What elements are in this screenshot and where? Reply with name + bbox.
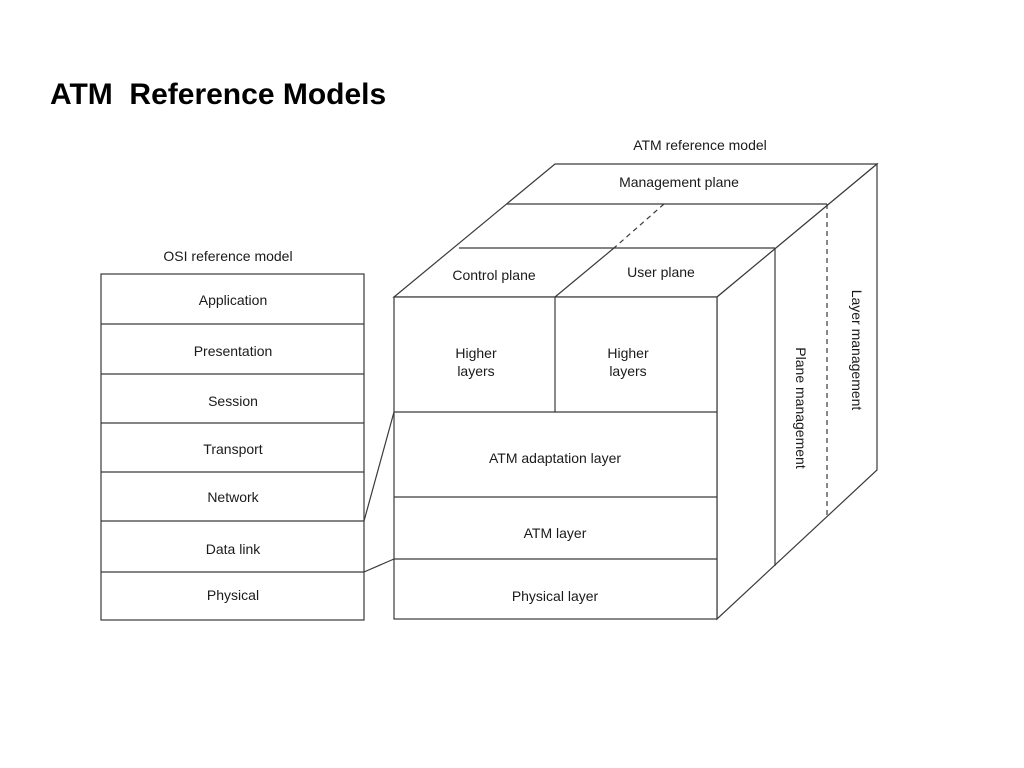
control-user-divider — [554, 247, 615, 298]
atm-layer-label: ATM layer — [524, 525, 587, 541]
layer-management-label: Layer management — [849, 290, 865, 411]
osi-layer-application: Application — [199, 292, 268, 308]
control-plane-label: Control plane — [452, 267, 535, 283]
user-higher-layers-label: Higher — [607, 345, 649, 361]
osi-layer-network: Network — [207, 489, 259, 505]
mapping-line-network-to-aal — [363, 411, 395, 522]
osi-caption: OSI reference model — [163, 248, 292, 264]
slide-title: ATM Reference Models — [50, 78, 387, 111]
atm-caption: ATM reference model — [633, 137, 767, 153]
management-plane-label: Management plane — [619, 174, 739, 190]
atm-reference-model: ATM reference model Management plane Con… — [392, 137, 879, 621]
user-higher-layers-label: layers — [609, 363, 646, 379]
layer-mapping-connectors — [363, 411, 395, 573]
mapping-line-datalink-to-atm — [363, 558, 395, 573]
control-user-divider-hidden — [613, 203, 665, 249]
physical-layer-label: Physical layer — [512, 588, 599, 604]
control-higher-layers-label: layers — [457, 363, 494, 379]
atm-adaptation-layer-label: ATM adaptation layer — [489, 450, 621, 466]
control-higher-layers-label: Higher — [455, 345, 497, 361]
plane-management-label: Plane management — [793, 347, 809, 469]
osi-stack-frame — [100, 273, 365, 621]
osi-layer-data-link: Data link — [206, 541, 261, 557]
user-plane-label: User plane — [627, 264, 695, 280]
osi-layer-transport: Transport — [203, 441, 263, 457]
osi-layer-physical: Physical — [207, 587, 259, 603]
osi-layer-presentation: Presentation — [194, 343, 273, 359]
osi-layer-session: Session — [208, 393, 258, 409]
osi-reference-model: OSI reference model Application Presenta… — [100, 248, 365, 621]
